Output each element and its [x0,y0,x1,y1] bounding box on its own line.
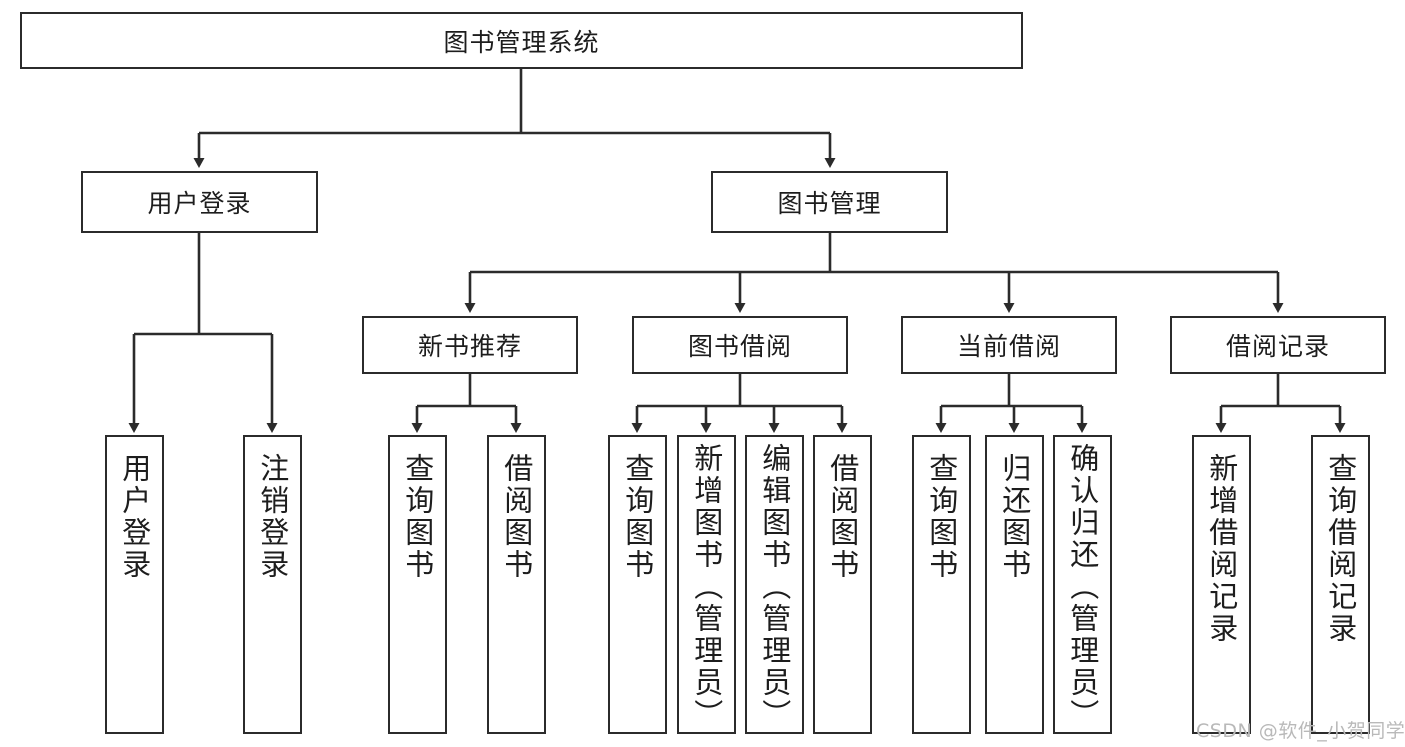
node-borrow-record[interactable]: 借阅记录 [1170,316,1386,374]
node-add-book-admin-label: 新增图书（管理员） [689,443,724,731]
node-current-borrow[interactable]: 当前借阅 [901,316,1117,374]
node-user-login-label: 用户登录 [147,189,252,218]
node-logout-leaf[interactable]: 注销登录 [243,435,302,734]
node-book-management-label: 图书管理 [777,189,882,218]
node-add-borrow-record-label: 新增借阅记录 [1204,453,1239,645]
node-new-book-recommend[interactable]: 新书推荐 [362,316,578,374]
node-borrow-record-label: 借阅记录 [1225,332,1330,361]
node-root[interactable]: 图书管理系统 [20,12,1023,69]
node-user-login[interactable]: 用户登录 [81,171,318,233]
node-book-borrow-label: 图书借阅 [687,332,792,361]
node-confirm-return-admin[interactable]: 确认归还（管理员） [1053,435,1112,734]
node-root-label: 图书管理系统 [443,27,600,57]
node-query-book-borrow-label: 查询图书 [620,453,655,581]
node-query-book-recommend[interactable]: 查询图书 [388,435,447,734]
node-borrow-book-recommend-label: 借阅图书 [499,453,534,581]
node-query-book-borrow[interactable]: 查询图书 [608,435,667,734]
node-add-borrow-record[interactable]: 新增借阅记录 [1192,435,1251,734]
node-borrow-book-action[interactable]: 借阅图书 [813,435,872,734]
node-logout-leaf-label: 注销登录 [255,453,290,581]
node-borrow-book-recommend[interactable]: 借阅图书 [487,435,546,734]
node-borrow-book-action-label: 借阅图书 [825,453,860,581]
node-book-management[interactable]: 图书管理 [711,171,948,233]
node-confirm-return-admin-label: 确认归还（管理员） [1065,443,1100,731]
csdn-watermark: CSDN @软件_小贺同学 [1196,720,1405,742]
node-return-book-label: 归还图书 [997,453,1032,581]
node-current-borrow-label: 当前借阅 [956,332,1061,361]
node-query-borrow-record-label: 查询借阅记录 [1323,453,1358,645]
node-user-login-leaf-label: 用户登录 [117,453,152,581]
node-return-book[interactable]: 归还图书 [985,435,1044,734]
node-query-book-current[interactable]: 查询图书 [912,435,971,734]
node-user-login-leaf[interactable]: 用户登录 [105,435,164,734]
node-query-book-recommend-label: 查询图书 [400,453,435,581]
node-add-book-admin[interactable]: 新增图书（管理员） [677,435,736,734]
node-query-borrow-record[interactable]: 查询借阅记录 [1311,435,1370,734]
node-edit-book-admin-label: 编辑图书（管理员） [757,443,792,731]
node-new-book-recommend-label: 新书推荐 [417,332,522,361]
node-book-borrow[interactable]: 图书借阅 [632,316,848,374]
node-edit-book-admin[interactable]: 编辑图书（管理员） [745,435,804,734]
node-query-book-current-label: 查询图书 [924,453,959,581]
